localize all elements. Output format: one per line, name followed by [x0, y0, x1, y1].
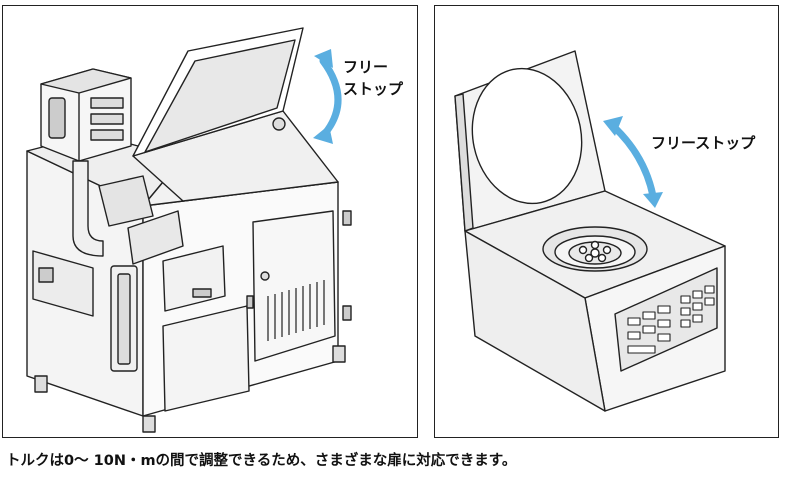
centrifuge-illustration	[454, 50, 726, 412]
illustration-panel-centrifuge	[434, 5, 779, 438]
rotation-arrow-icon	[603, 116, 663, 208]
free-stop-label-line2: ストップ	[343, 80, 404, 98]
cabinet-illustration	[26, 27, 352, 433]
illustration-panel-cabinet: フリー ストップ	[2, 5, 418, 438]
rotation-arrow-icon	[313, 49, 342, 144]
free-stop-label: フリーストップ	[651, 134, 756, 152]
free-stop-label-line1: フリー	[343, 58, 389, 76]
caption-text: トルクは0～ 10N・mの間で調整できるため、さまざまな扉に対応できます。	[6, 453, 517, 469]
